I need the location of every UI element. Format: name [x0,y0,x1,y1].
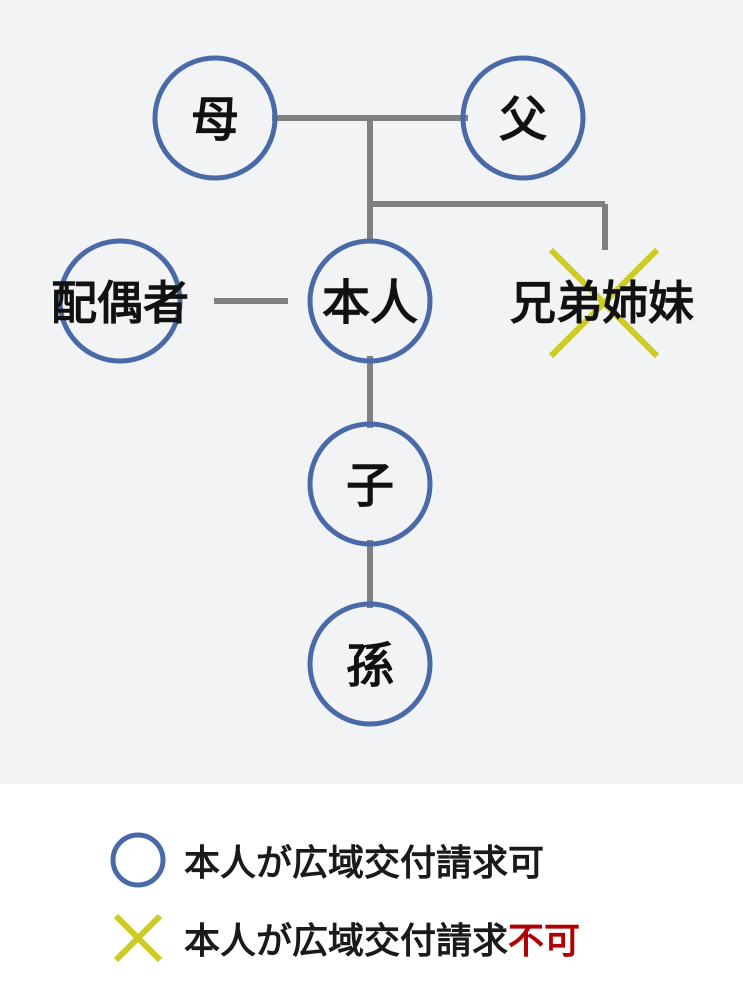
father-label: 父 [499,92,547,148]
legend-not-allowed-prefix: 本人が広域交付請求 [184,921,509,962]
father-circle [460,55,586,181]
connector-lines [214,115,608,608]
siblings-label: 兄弟姉妹 [510,276,694,330]
mother-label: 母 [191,92,239,148]
family-tree-panel: 母 父 配偶者 本人 兄弟姉妹 子 孫 [0,0,743,784]
child-circle [307,421,433,547]
child-label: 子 [346,458,394,514]
legend-not-allowed-emphasis: 不可 [508,921,581,962]
legend-allowed-text: 本人が広域交付請求可 [184,843,545,884]
legend-not-allowed-text: 本人が広域交付請求不可 [184,912,580,964]
spouse-circle [57,238,183,364]
family-tree-diagram: 母 父 配偶者 本人 兄弟姉妹 子 孫 [51,55,694,727]
cross-icon [113,913,163,963]
grandchild-label: 孫 [346,638,394,694]
grandchild-circle [307,601,433,727]
legend: 本人が広域交付請求可 本人が広域交付請求不可 [0,784,743,1003]
legend-item-allowed: 本人が広域交付請求可 [108,830,544,890]
siblings-cross-icon [548,247,660,359]
spouse-label: 配偶者 [51,276,189,330]
legend-item-not-allowed: 本人が広域交付請求不可 [108,908,580,968]
node-circles [57,55,586,727]
circle-icon [110,832,166,888]
mother-circle [152,55,278,181]
self-label: 本人 [322,275,418,331]
self-circle [307,238,433,364]
